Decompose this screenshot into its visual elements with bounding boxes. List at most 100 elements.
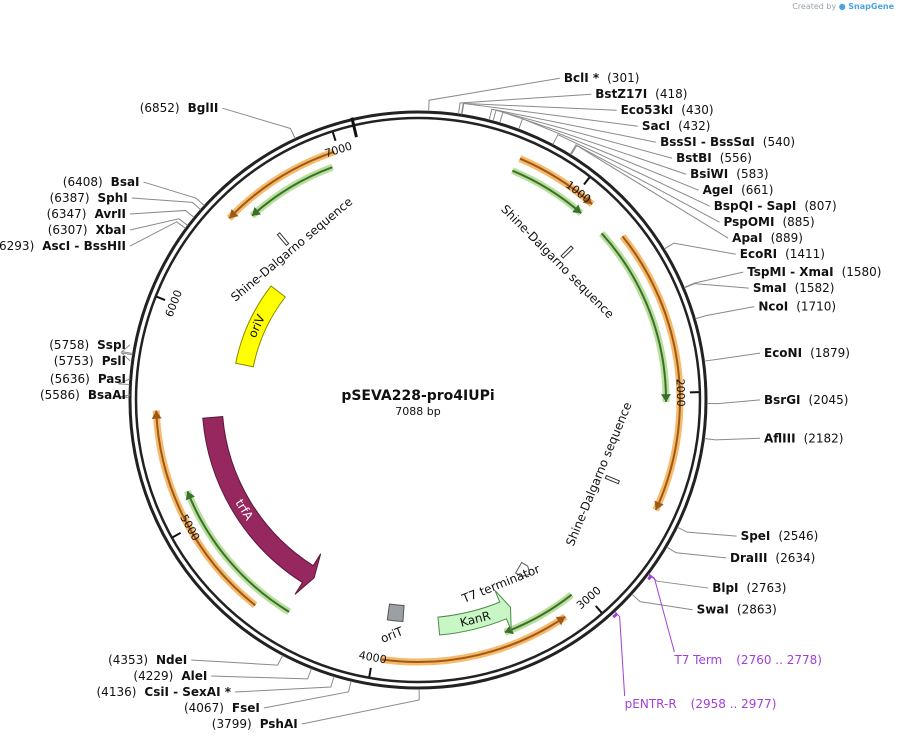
feature-trfa [202,416,322,595]
restriction-site-label[interactable]: (6347)AvrII [47,207,126,221]
restriction-site-label[interactable]: BsiWI(583) [690,167,768,181]
site-name: EcoNI [764,346,802,360]
restriction-site-label[interactable]: BssSI - BssSαI(540) [660,135,795,149]
restriction-site-label[interactable]: SpeI(2546) [741,529,819,543]
site-leader-line [222,107,296,139]
orf-arrowhead [654,500,664,510]
credit-text: Created by [792,2,837,11]
restriction-site-label[interactable]: (6307) XbaI [48,223,126,237]
restriction-site-label[interactable]: SwaI(2863) [697,603,777,617]
site-name: XbaI [96,223,126,237]
restriction-site-label[interactable]: NcoI(1710) [758,300,836,314]
restriction-site-label[interactable]: DraIII(2634) [730,551,815,565]
site-leader-line [143,181,205,206]
site-name: AscI - BssHII [42,239,126,253]
restriction-site-label[interactable]: EcoNI (1879) [764,346,850,360]
site-position: (1582) [795,281,835,295]
backbone-layer [128,110,708,690]
feature-label: Shine-Dalgarno sequence [498,202,616,321]
site-leader-line [631,593,693,611]
site-leader-line [664,242,736,255]
site-leader-line [569,144,720,223]
site-position: (2634) [775,551,815,565]
restriction-site-label[interactable]: (6852)BglII [140,101,219,115]
site-leader-line [488,108,657,143]
orf-arc-halo [503,591,574,636]
restriction-site-label[interactable]: EcoRI(1411) [740,247,825,261]
feature-shine-dalgarno [276,232,290,247]
restriction-site-label[interactable]: (5753)PslI [54,354,126,368]
site-position: (301) [607,71,639,85]
primer-range: (2958 .. 2977) [691,697,777,711]
restriction-site-label[interactable]: PspOMI(885) [724,215,815,229]
feature-label: oriT [378,624,405,646]
site-leader-line [695,306,755,320]
primer-name: pENTR-R [625,697,677,711]
site-position: (4353) [108,653,148,667]
tick-mark [331,131,337,142]
tick-label: 7000 [323,139,354,160]
site-leader-line [131,197,201,210]
restriction-site-label[interactable]: SmaI (1582) [753,281,835,295]
restriction-site-label[interactable]: (4353)NdeI [108,653,187,667]
restriction-site-label[interactable]: TspMI - XmaI(1580) [747,265,881,279]
site-name: PspOMI [724,215,775,229]
site-name: BlpI [712,581,738,595]
site-name: ApaI [732,231,762,245]
restriction-site-label[interactable]: (6293)AscI - BssHII [0,239,126,253]
site-position: (2546) [778,529,818,543]
site-leader-line [704,352,761,362]
site-name: NcoI [758,300,788,314]
site-leader-line [301,688,420,725]
site-leader-line [234,676,335,693]
restriction-site-label[interactable]: BspQI - SapI(807) [714,199,837,213]
restriction-site-label[interactable]: AgeI(661) [703,183,774,197]
restriction-site-label[interactable]: BstBI (556) [676,151,752,165]
restriction-site-label[interactable]: (4136)CsiI - SexAI * [97,685,232,699]
tick-label: 6000 [163,288,185,319]
restriction-site-label[interactable]: (4067)FseI [184,701,260,715]
restriction-site-label[interactable]: Eco53kI(430) [621,103,714,117]
site-leader-line [120,344,133,354]
site-name: BstBI [676,151,712,165]
primer-leader-line [648,573,675,653]
snapgene-credit: Created by ● SnapGene [792,2,894,11]
site-name: CsiI - SexAI * [144,685,231,699]
primer-label[interactable]: T7 Term(2760 .. 2778) [673,653,822,667]
restriction-site-label[interactable]: (5758)SspI [49,338,126,352]
site-leader-line [648,574,709,589]
site-name: SmaI [753,281,787,295]
site-name: AvrII [94,207,126,221]
restriction-site-label[interactable]: (5636)PasI [50,372,126,386]
primer-name: T7 Term [673,653,722,667]
restriction-site-label[interactable]: BstZ17I(418) [595,87,687,101]
restriction-site-label[interactable]: (6387)SphI [50,191,128,205]
site-position: (1879) [810,346,850,360]
orf-arrowhead [251,206,261,216]
restriction-site-label[interactable]: BsrGI(2045) [764,393,848,407]
tick-label: 3000 [574,584,604,612]
tick-label: 2000 [674,379,688,407]
restriction-site-label[interactable]: (4229)AleI [133,669,207,683]
site-name: BsaI [111,175,140,189]
restriction-site-label[interactable]: (6408)BsaI [63,175,140,189]
primer-label[interactable]: pENTR-R (2958 .. 2977) [625,697,777,711]
site-leader-line [570,144,729,239]
restriction-site-label[interactable]: ApaI(889) [732,231,803,245]
site-position: (556) [720,151,752,165]
site-leader-line [129,218,188,231]
site-position: (2763) [747,581,787,595]
restriction-site-label[interactable]: BclI *(301) [564,71,640,85]
restriction-site-label[interactable]: BlpI (2763) [712,581,786,595]
restriction-site-label[interactable]: AflIII(2182) [764,431,843,445]
site-position: (430) [681,103,713,117]
site-position: (6307) [48,223,88,237]
restriction-site-label[interactable]: (5586)BsaAI [40,388,126,402]
site-name: BsrGI [764,393,801,407]
restriction-site-label[interactable]: SacI(432) [642,119,711,133]
site-leader-line [704,437,761,441]
site-position: (540) [763,135,795,149]
orf-arrowhead [504,624,514,635]
restriction-site-label[interactable]: (3799)PshAI [212,717,298,731]
site-name: SspI [97,338,126,352]
